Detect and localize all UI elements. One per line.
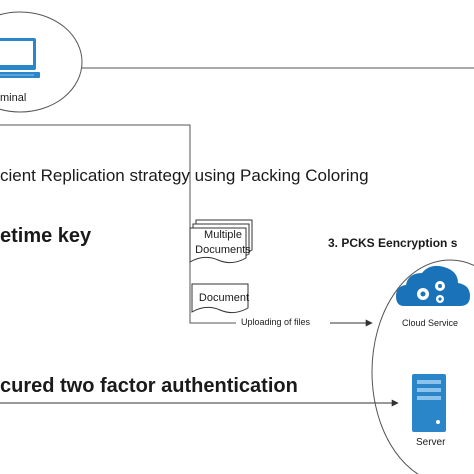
cloud-service-label: Cloud Service — [402, 318, 459, 328]
multiple-documents-label: Multiple Documents — [195, 229, 251, 256]
terminal-boundary — [0, 11, 83, 113]
server-label: Server — [416, 437, 446, 448]
document-icon — [191, 283, 249, 314]
replication-heading: cient Replication strategy using Packing… — [0, 166, 369, 185]
upload-edge-label: Uploading of files — [240, 317, 312, 327]
terminal-label: minal — [0, 92, 27, 104]
encryption-heading: 3. PCKS Eencryption s — [328, 236, 458, 250]
auth-heading: cured two factor authentication — [0, 375, 298, 397]
key-heading: etime key — [0, 225, 92, 247]
multiple-documents-icon — [189, 219, 253, 264]
document-label: Document — [198, 292, 250, 304]
server-boundary — [371, 259, 474, 474]
cloud-gear-icon — [396, 265, 470, 306]
monitor-icon — [0, 38, 40, 78]
server-icon — [412, 374, 446, 432]
replication-bracket-line — [0, 124, 236, 324]
